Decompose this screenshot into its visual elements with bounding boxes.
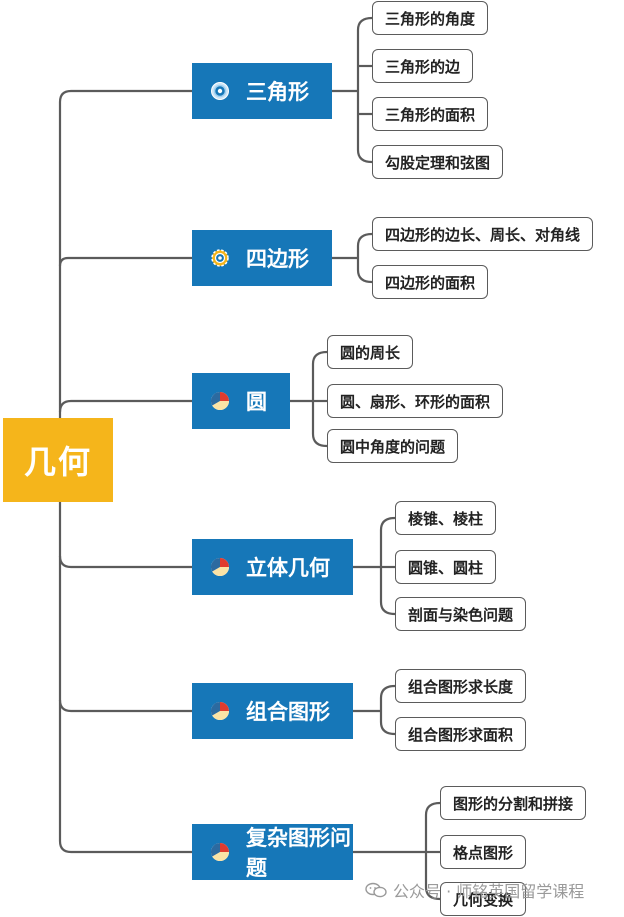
category-composite-figures: 组合图形 <box>192 683 353 739</box>
category-solid-geometry: 立体几何 <box>192 539 353 595</box>
wechat-icon <box>365 882 387 898</box>
leaf-item: 圆、扇形、环形的面积 <box>327 384 504 418</box>
root-label: 几何 <box>23 443 92 481</box>
category-quadrilateral: 四边形 <box>192 230 332 286</box>
category-label: 立体几何 <box>246 556 330 580</box>
category-label: 复杂图形问题 <box>246 826 351 880</box>
leaf-item: 勾股定理和弦图 <box>372 145 504 179</box>
target-icon <box>211 82 229 100</box>
leaf-item: 几何变换 <box>440 882 527 916</box>
leaf-item: 四边形的面积 <box>372 265 489 299</box>
pie-chart-icon <box>210 392 229 411</box>
pie-chart-icon <box>210 843 229 862</box>
leaf-item: 圆中角度的问题 <box>327 429 459 463</box>
leaf-item: 四边形的边长、周长、对角线 <box>372 217 594 251</box>
leaf-item: 图形的分割和拼接 <box>440 786 587 820</box>
pie-chart-icon <box>210 702 229 721</box>
category-label: 圆 <box>246 390 267 414</box>
leaf-item: 棱锥、棱柱 <box>395 501 497 535</box>
category-label: 四边形 <box>246 247 309 271</box>
pie-chart-icon <box>210 558 229 577</box>
category-label: 三角形 <box>246 80 309 104</box>
leaf-item: 圆的周长 <box>327 335 414 369</box>
leaf-item: 圆锥、圆柱 <box>395 550 497 584</box>
leaf-item: 三角形的角度 <box>372 1 489 35</box>
leaf-item: 剖面与染色问题 <box>395 597 527 631</box>
leaf-item: 三角形的边 <box>372 49 474 83</box>
leaf-item: 三角形的面积 <box>372 97 489 131</box>
watermark: 公众号 · 师铭英国留学课程 <box>365 878 584 902</box>
category-triangle: 三角形 <box>192 63 332 119</box>
watermark-text: 公众号 · 师铭英国留学课程 <box>393 882 585 901</box>
gear-icon <box>211 249 229 267</box>
category-label: 组合图形 <box>246 700 330 724</box>
root-node: 几何 <box>3 418 113 502</box>
leaf-item: 组合图形求面积 <box>395 717 527 751</box>
leaf-item: 格点图形 <box>440 835 527 869</box>
leaf-item: 组合图形求长度 <box>395 669 527 703</box>
category-complex-figures: 复杂图形问题 <box>192 824 353 880</box>
category-circle: 圆 <box>192 373 290 429</box>
